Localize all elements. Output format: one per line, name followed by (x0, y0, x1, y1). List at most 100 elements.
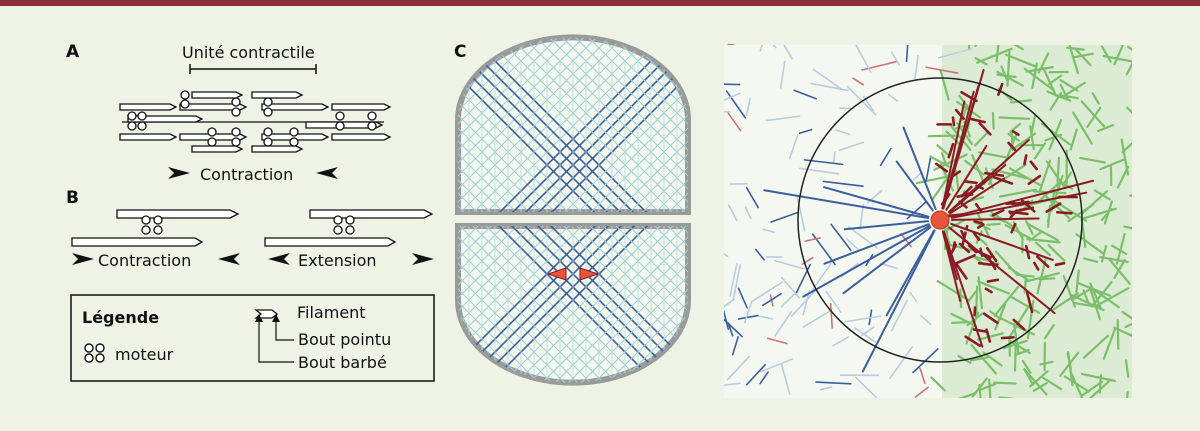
green-fiber (976, 47, 1013, 64)
filament-legend-icon (254, 309, 279, 319)
green-fiber (1032, 381, 1048, 392)
contractile-unit-label: Unité contractile (182, 43, 315, 62)
barbed-end-pointer (258, 318, 294, 363)
green-fiber (975, 285, 979, 318)
green-fiber (1051, 292, 1079, 312)
green-fiber (1062, 275, 1077, 308)
filament-legend-label: Filament (297, 303, 366, 322)
red-fiber (951, 116, 956, 127)
extension-label: Extension (298, 251, 377, 270)
blue-fiber (812, 68, 843, 90)
red-fiber (1010, 222, 1017, 234)
red-fiber (1033, 261, 1040, 271)
green-fiber (1108, 258, 1131, 285)
blue-fiber (773, 259, 805, 270)
green-fiber (1126, 106, 1132, 115)
green-fiber (967, 45, 971, 51)
blue-fiber (879, 262, 898, 270)
blue-fiber (737, 287, 748, 309)
green-fiber (1102, 327, 1117, 360)
blue-fiber (745, 186, 760, 209)
radial-fiber (843, 220, 930, 231)
blue-fiber (724, 382, 741, 387)
blue-fiber (879, 147, 892, 167)
contraction-label-a: Contraction (200, 165, 293, 184)
contraction-arrow-right-a (316, 167, 338, 179)
green-fiber (1124, 359, 1130, 378)
mesh-strand (562, 226, 688, 383)
blue-fiber (825, 290, 842, 314)
panel-label-b: B (66, 188, 79, 208)
red-fiber (976, 223, 985, 229)
green-fiber (1121, 310, 1132, 320)
blue-fiber (909, 291, 918, 303)
green-fiber (1039, 360, 1054, 366)
mesh-strand (458, 226, 571, 383)
green-fiber (1075, 269, 1080, 293)
panel-label-a: A (66, 42, 80, 62)
blue-fiber (727, 204, 738, 222)
blue-fiber (772, 45, 777, 49)
probe-circle (797, 77, 1083, 363)
green-fiber (988, 378, 992, 398)
green-fiber (998, 188, 1037, 198)
green-fiber (940, 152, 948, 167)
red-fiber (964, 335, 982, 347)
blue-fiber (819, 386, 833, 391)
green-fiber (1047, 244, 1066, 262)
motor-legend-icon (84, 343, 105, 363)
blue-fiber (754, 248, 765, 261)
green-fiber (977, 151, 1008, 159)
mesh-strand (562, 37, 688, 213)
probe-bead (930, 210, 950, 230)
blue-fiber (724, 309, 730, 330)
panel-b-diagram: Contraction Extension (71, 209, 434, 270)
red-fiber (1011, 130, 1020, 137)
radial-fiber (895, 160, 934, 212)
green-fiber (996, 70, 1024, 87)
blue-fiber (796, 194, 806, 232)
blue-fiber (791, 288, 818, 317)
green-fiber (1013, 45, 1024, 51)
green-fiber (969, 355, 990, 362)
blue-fiber (765, 115, 801, 122)
blue-fiber (724, 252, 729, 258)
blue-fiber (751, 281, 784, 303)
blue-fiber (779, 60, 786, 89)
radial-fiber (950, 179, 1095, 219)
red-fiber (1000, 336, 1015, 340)
green-fiber (1113, 326, 1132, 337)
radial-fiber (949, 177, 1006, 215)
green-fiber (1100, 45, 1112, 63)
blue-fiber (729, 263, 738, 297)
red-fiber (947, 142, 955, 159)
radial-fiber (823, 186, 930, 218)
green-fiber (1023, 368, 1048, 396)
red-fiber (1025, 291, 1034, 314)
green-fiber (1069, 128, 1078, 151)
green-fiber (991, 112, 995, 130)
green-fiber (1029, 125, 1035, 151)
green-fiber (973, 255, 1000, 265)
green-fiber (1075, 49, 1092, 67)
blue-fiber (804, 237, 821, 242)
green-fiber (974, 57, 988, 66)
blue-fiber (920, 315, 932, 325)
green-fiber (939, 69, 950, 101)
mesh-strand (458, 226, 584, 383)
blue-fiber (724, 298, 735, 308)
green-fiber (964, 159, 985, 176)
blue-fiber (762, 228, 775, 234)
red-fiber (964, 180, 978, 185)
green-fiber (1035, 241, 1052, 257)
green-fiber (959, 288, 963, 309)
green-fiber (1081, 190, 1109, 215)
blue-fiber (726, 355, 751, 381)
contraction-label-b: Contraction (98, 251, 191, 270)
red-fiber (1035, 255, 1050, 268)
green-fiber (1050, 174, 1064, 212)
green-fiber (1121, 142, 1132, 154)
red-fiber (973, 220, 983, 225)
